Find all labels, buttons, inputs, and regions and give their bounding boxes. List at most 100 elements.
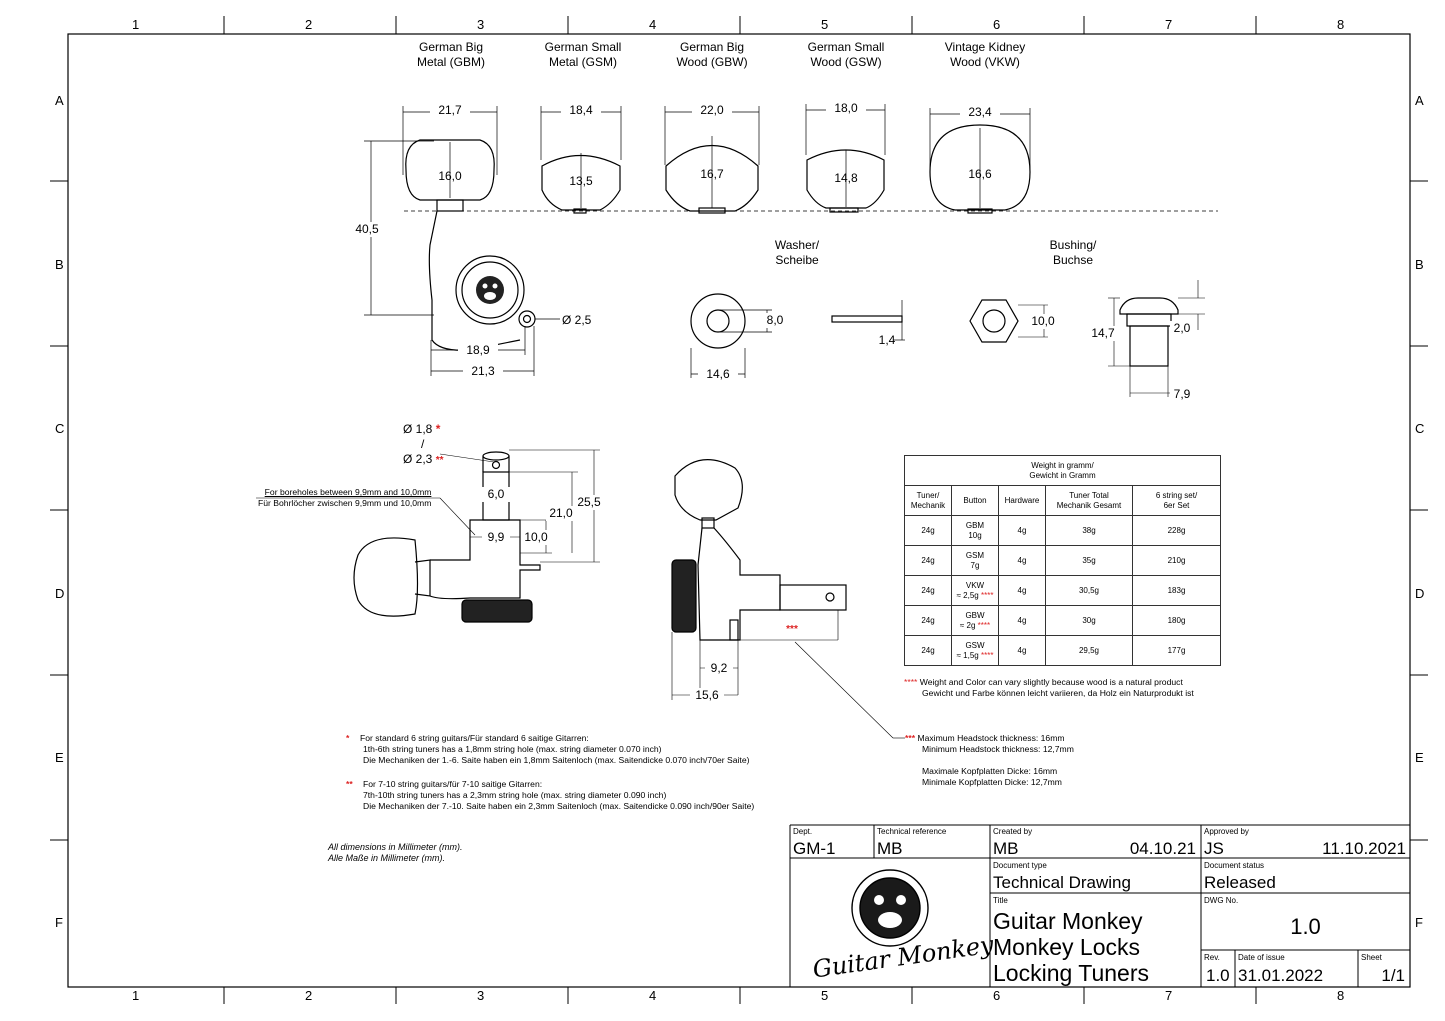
dim-label: 2,0 bbox=[1170, 321, 1194, 336]
column-label: 8 bbox=[1337, 17, 1345, 32]
footnote-en: Weight and Color can vary slightly becau… bbox=[919, 677, 1183, 687]
dimensions-note: All dimensions in Millimeter (mm). Alle … bbox=[328, 842, 463, 864]
dim-label: 21,0 bbox=[546, 506, 576, 521]
created-by: MB bbox=[993, 839, 1019, 858]
headstock-line: Maximum Headstock thickness: 16mm bbox=[917, 733, 1065, 743]
column-label: 6 bbox=[993, 988, 1001, 1003]
borehole-note-de: Für Bohrlöcher zwischen 9,9mm und 10,0mm bbox=[258, 498, 432, 508]
hole-b-mark: ** bbox=[435, 455, 444, 466]
weight-table-title: Weight in gramm/ Gewicht in Gramm bbox=[904, 455, 1221, 486]
column-label: 1 bbox=[132, 988, 140, 1003]
column-label: 8 bbox=[1337, 988, 1345, 1003]
washer-title: Washer/ Scheibe bbox=[774, 238, 820, 267]
note-mark: * bbox=[346, 733, 350, 743]
sheet-value: 1/1 bbox=[1381, 966, 1405, 985]
dim-label: 22,0 bbox=[692, 103, 732, 118]
bushing-drawing bbox=[969, 297, 1179, 367]
dim-label: 14,7 bbox=[1088, 326, 1118, 341]
column-label: 4 bbox=[649, 17, 657, 32]
dim-label: 15,6 bbox=[690, 688, 724, 703]
table-cell: GBM 10g bbox=[951, 515, 999, 546]
headstock-note: *** Maximum Headstock thickness: 16mm Mi… bbox=[905, 733, 1074, 788]
drawing-title: Guitar Monkey Monkey Locks Locking Tuner… bbox=[993, 908, 1149, 986]
button-weight: VKW ≈ 2,5g bbox=[956, 580, 985, 600]
column-header: Button bbox=[951, 485, 999, 516]
row-label: A bbox=[55, 93, 64, 108]
string-note-1: *For standard 6 string guitars/Für stand… bbox=[346, 733, 749, 766]
table-cell: 24g bbox=[904, 545, 952, 576]
column-label: 5 bbox=[821, 17, 829, 32]
approved-label: Approved by bbox=[1204, 827, 1249, 836]
dim-label: 9,9 bbox=[482, 530, 510, 545]
rev-label: Rev. bbox=[1204, 953, 1220, 962]
column-header: Hardware bbox=[998, 485, 1046, 516]
column-ticks bbox=[223, 16, 1257, 1004]
dim-label: 10,0 bbox=[1027, 314, 1059, 329]
table-cell: 24g bbox=[904, 635, 952, 666]
dim-label: 21,7 bbox=[430, 103, 470, 118]
row-labels-left: A B C D E F bbox=[55, 0, 69, 1021]
dim-label: 1,4 bbox=[878, 333, 896, 347]
column-label: 2 bbox=[305, 17, 313, 32]
button-weight: GSW ≈ 1,5g bbox=[956, 640, 985, 660]
table-row: 24g GSM 7g 4g 35g 210g bbox=[904, 545, 1221, 576]
table-cell: 4g bbox=[998, 575, 1046, 606]
table-row: 24g VKW ≈ 2,5g **** 4g 30,5g 183g bbox=[904, 575, 1221, 606]
table-cell: 228g bbox=[1132, 515, 1221, 546]
table-cell: 4g bbox=[998, 635, 1046, 666]
note-line: 7th-10th string tuners has a 2,3mm strin… bbox=[363, 790, 667, 800]
note-line: Die Mechaniken der 1.-6. Saite haben ein… bbox=[363, 755, 750, 765]
column-label: 1 bbox=[132, 17, 140, 32]
note-mark: ** bbox=[346, 779, 353, 789]
dim-label: 16,7 bbox=[700, 167, 724, 181]
dim-label: Ø 2,5 bbox=[562, 313, 592, 327]
dwg-value: 1.0 bbox=[1290, 914, 1321, 939]
column-label: 5 bbox=[821, 988, 829, 1003]
row-label: F bbox=[1415, 915, 1423, 930]
dept-value: GM-1 bbox=[793, 839, 836, 858]
dim-label: 14,8 bbox=[834, 171, 858, 185]
hole-b-label: Ø 2,3 bbox=[403, 452, 433, 466]
row-label: A bbox=[1415, 93, 1424, 108]
button-gsm bbox=[541, 154, 621, 211]
table-cell: 30,5g bbox=[1045, 575, 1133, 606]
headstock-note-mark: *** bbox=[905, 733, 916, 743]
column-label: 7 bbox=[1165, 17, 1173, 32]
techref-value: MB bbox=[877, 839, 903, 858]
approved-date: 11.10.2021 bbox=[1322, 839, 1406, 858]
tuner-side-view bbox=[671, 459, 847, 641]
row-label: D bbox=[1415, 586, 1425, 601]
table-cell: 29,5g bbox=[1045, 635, 1133, 666]
button-name-gsm: German Small Metal (GSM) bbox=[544, 40, 622, 69]
borehole-note-en: For boreholes between 9,9mm and 10,0mm bbox=[264, 487, 432, 497]
column-label: 6 bbox=[993, 17, 1001, 32]
table-cell: 24g bbox=[904, 575, 952, 606]
table-row: 24g GSW ≈ 1,5g **** 4g 29,5g 177g bbox=[904, 635, 1221, 666]
status-value: Released bbox=[1204, 873, 1276, 892]
row-label: C bbox=[1415, 421, 1425, 436]
dim-label: 21,3 bbox=[463, 364, 503, 379]
borehole-note: For boreholes between 9,9mm and 10,0mm F… bbox=[258, 487, 431, 509]
doctype-value: Technical Drawing bbox=[993, 873, 1131, 892]
column-label: 3 bbox=[477, 17, 485, 32]
button-weight: GSM 7g bbox=[965, 550, 985, 570]
table-cell: 4g bbox=[998, 545, 1046, 576]
dim-label: 23,4 bbox=[960, 105, 1000, 120]
techref-label: Technical reference bbox=[877, 827, 947, 836]
button-gsw bbox=[806, 149, 885, 209]
title-line: Guitar Monkey bbox=[993, 908, 1143, 934]
row-label: E bbox=[55, 750, 64, 765]
column-label: 4 bbox=[649, 988, 657, 1003]
hole-a-label: Ø 1,8 bbox=[403, 422, 433, 436]
table-cell: 38g bbox=[1045, 515, 1133, 546]
hole-slash: / bbox=[421, 437, 425, 451]
column-label: 7 bbox=[1165, 988, 1173, 1003]
footnote-de: Gewicht und Farbe können leicht variiere… bbox=[922, 688, 1194, 698]
headstock-line: Maximale Kopfplatten Dicke: 16mm bbox=[922, 766, 1058, 776]
table-cell: 180g bbox=[1132, 605, 1221, 636]
table-cell: 4g bbox=[998, 515, 1046, 546]
washer-drawing bbox=[690, 293, 903, 349]
headstock-line: Minimale Kopfplatten Dicke: 12,7mm bbox=[922, 777, 1062, 787]
note-line: 1th-6th string tuners has a 1,8mm string… bbox=[363, 744, 662, 754]
dim-label: 18,9 bbox=[458, 343, 498, 358]
